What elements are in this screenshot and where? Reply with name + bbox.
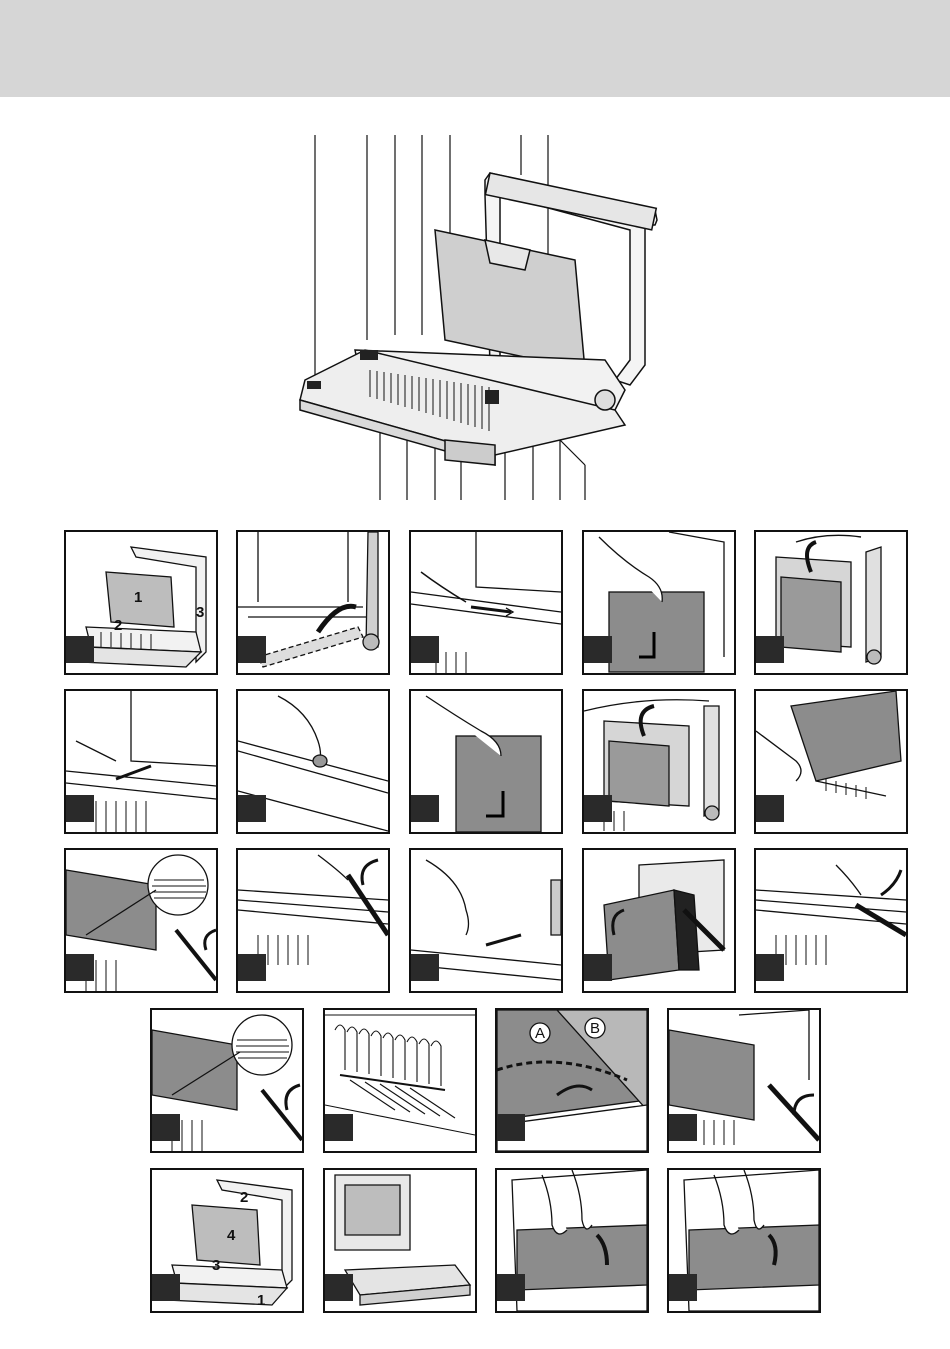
step-number-marker: [236, 795, 266, 822]
step-panel-15: [754, 848, 908, 993]
svg-text:1: 1: [257, 1292, 265, 1309]
step-panel-1: 1 2 3: [64, 530, 218, 675]
step-panel-13: [409, 848, 563, 993]
step-panel-4: [582, 530, 736, 675]
step-panel-22: [495, 1168, 649, 1313]
step-panel-6: [64, 689, 218, 834]
svg-text:4: 4: [227, 1227, 236, 1244]
step-number-marker: [236, 636, 266, 663]
step-number-marker: [582, 954, 612, 981]
step-panel-9: [582, 689, 736, 834]
step-panel-20: 2 4 3 1: [150, 1168, 304, 1313]
step-number-marker: [409, 636, 439, 663]
step-panel-2: [236, 530, 390, 675]
step-panel-3: [409, 530, 563, 675]
step-number-marker: [323, 1114, 353, 1141]
step-panel-23: [667, 1168, 821, 1313]
step-panel-19: [667, 1008, 821, 1153]
header-band: [0, 0, 950, 97]
binding-machine-overview: [285, 135, 665, 500]
step-number-marker: [667, 1114, 697, 1141]
step-number-marker: [64, 795, 94, 822]
step-number-marker: [150, 1114, 180, 1141]
svg-text:2: 2: [240, 1189, 248, 1206]
step-panel-10: [754, 689, 908, 834]
step-number-marker: [582, 636, 612, 663]
step-number-marker: [236, 954, 266, 981]
step-panel-8: [409, 689, 563, 834]
position-b-label: B: [590, 1020, 600, 1037]
step-panel-17: [323, 1008, 477, 1153]
svg-text:3: 3: [212, 1257, 220, 1274]
step-panel-18: A B: [495, 1008, 649, 1153]
svg-text:1: 1: [134, 589, 142, 606]
svg-text:3: 3: [196, 604, 204, 621]
step-number-marker: [323, 1274, 353, 1301]
svg-text:2: 2: [114, 617, 122, 634]
step-panel-7: [236, 689, 390, 834]
position-a-label: A: [535, 1025, 545, 1042]
step-number-marker: [150, 1274, 180, 1301]
step-panel-16: [150, 1008, 304, 1153]
step-panel-21: [323, 1168, 477, 1313]
step-panel-14: [582, 848, 736, 993]
step-number-marker: [495, 1274, 525, 1301]
step-number-marker: [582, 795, 612, 822]
step-number-marker: [754, 636, 784, 663]
step-number-marker: [754, 954, 784, 981]
step-number-marker: [64, 954, 94, 981]
step-panel-5: [754, 530, 908, 675]
step-number-marker: [495, 1114, 525, 1141]
step-panel-12: [236, 848, 390, 993]
step-number-marker: [667, 1274, 697, 1301]
step-number-marker: [409, 954, 439, 981]
step-panel-11: [64, 848, 218, 993]
step-number-marker: [409, 795, 439, 822]
step-number-marker: [754, 795, 784, 822]
step-number-marker: [64, 636, 94, 663]
